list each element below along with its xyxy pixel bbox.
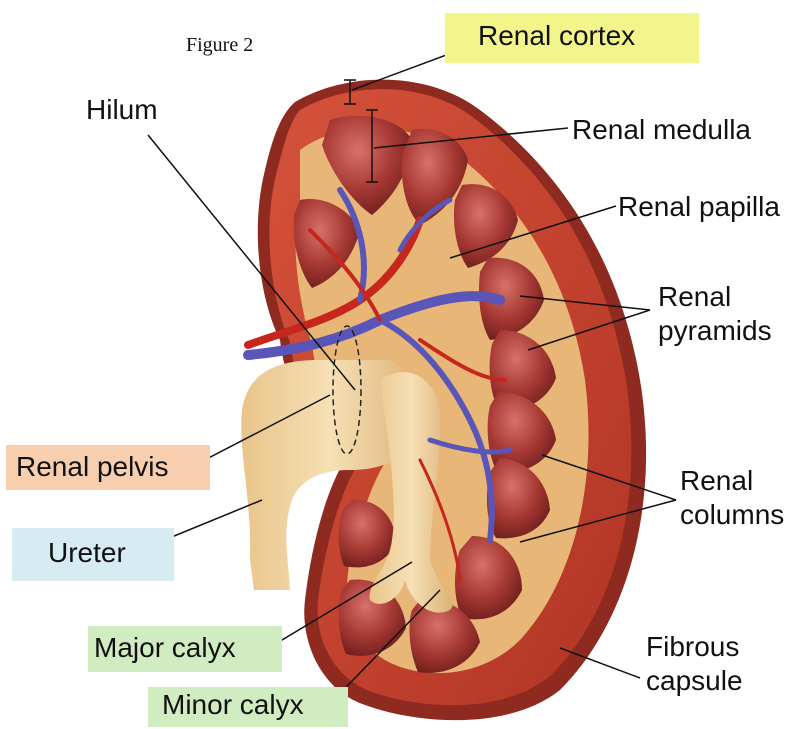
label-hilum: Hilum bbox=[86, 95, 158, 124]
label-ureter: Ureter bbox=[48, 538, 126, 567]
label-fibrous-capsule-1: Fibrous bbox=[646, 632, 739, 661]
label-fibrous-capsule-2: capsule bbox=[646, 666, 743, 695]
label-renal-pyramids-2: pyramids bbox=[658, 316, 772, 345]
label-renal-papilla: Renal papilla bbox=[618, 192, 780, 221]
label-renal-pelvis: Renal pelvis bbox=[16, 452, 169, 481]
label-minor-calyx: Minor calyx bbox=[162, 690, 304, 719]
figure-caption: Figure 2 bbox=[186, 34, 253, 57]
label-renal-columns-1: Renal bbox=[680, 466, 753, 495]
label-renal-columns-2: columns bbox=[680, 500, 784, 529]
label-renal-cortex: Renal cortex bbox=[478, 21, 635, 50]
label-renal-pyramids-1: Renal bbox=[658, 282, 731, 311]
label-major-calyx: Major calyx bbox=[94, 633, 236, 662]
label-renal-medulla: Renal medulla bbox=[572, 115, 751, 144]
